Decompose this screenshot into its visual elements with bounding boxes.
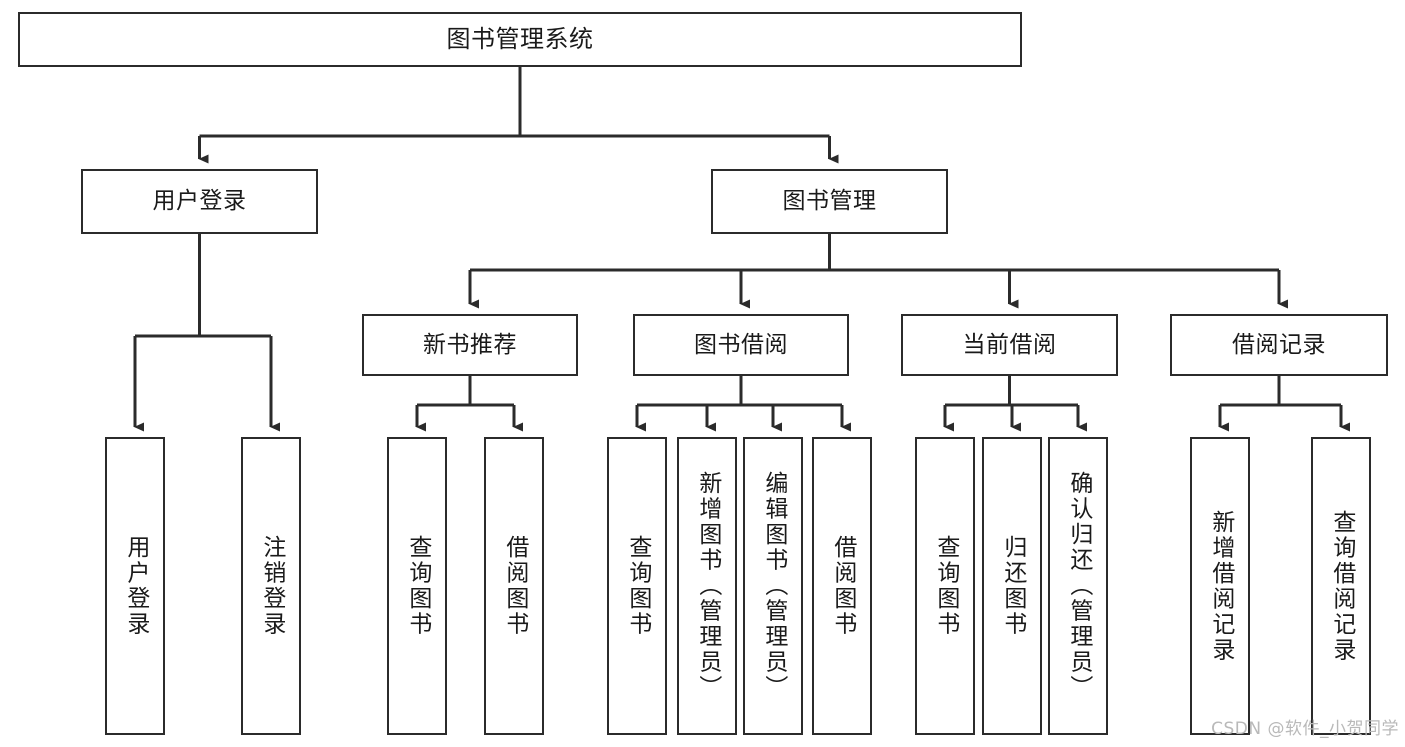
- node-label-leaf-query-book-2: 查询图书: [624, 535, 651, 637]
- node-label-leaf-confirm-return: 确认归还（管理员）: [1065, 471, 1092, 701]
- node-book-manage[interactable]: 图书管理: [711, 169, 948, 234]
- node-root[interactable]: 图书管理系统: [18, 12, 1022, 67]
- node-label-leaf-borrow-book-1: 借阅图书: [501, 535, 528, 637]
- node-label-leaf-return-book: 归还图书: [999, 535, 1026, 637]
- watermark-label: CSDN @软件_小贺同学: [1211, 719, 1399, 739]
- node-label-leaf-edit-book: 编辑图书（管理员）: [760, 471, 787, 701]
- node-label-leaf-query-record: 查询借阅记录: [1328, 509, 1355, 663]
- node-label-current-borrow: 当前借阅: [962, 331, 1057, 358]
- node-label-leaf-query-book-1: 查询图书: [404, 535, 431, 637]
- node-new-book-recommend[interactable]: 新书推荐: [362, 314, 578, 376]
- node-leaf-query-book-2[interactable]: 查询图书: [607, 437, 667, 735]
- node-label-new-book-recommend: 新书推荐: [423, 331, 517, 358]
- node-leaf-query-book-1[interactable]: 查询图书: [387, 437, 447, 735]
- node-leaf-borrow-book-2[interactable]: 借阅图书: [812, 437, 872, 735]
- node-label-leaf-user-logout: 注销登录: [258, 535, 285, 637]
- node-label-leaf-borrow-book-2: 借阅图书: [829, 535, 856, 637]
- node-label-leaf-add-book: 新增图书（管理员）: [694, 471, 721, 701]
- node-leaf-user-logout[interactable]: 注销登录: [241, 437, 301, 735]
- node-borrow-record[interactable]: 借阅记录: [1170, 314, 1388, 376]
- node-label-leaf-user-login: 用户登录: [122, 535, 149, 637]
- node-label-book-manage: 图书管理: [782, 188, 877, 215]
- node-user-login[interactable]: 用户登录: [81, 169, 318, 234]
- node-book-borrow[interactable]: 图书借阅: [633, 314, 849, 376]
- node-label-user-login: 用户登录: [152, 188, 247, 215]
- node-leaf-query-record[interactable]: 查询借阅记录: [1311, 437, 1371, 735]
- node-leaf-return-book[interactable]: 归还图书: [982, 437, 1042, 735]
- node-label-borrow-record: 借阅记录: [1232, 331, 1326, 358]
- node-leaf-query-book-3[interactable]: 查询图书: [915, 437, 975, 735]
- node-label-leaf-query-book-3: 查询图书: [932, 535, 959, 637]
- node-label-leaf-add-record: 新增借阅记录: [1207, 509, 1234, 663]
- node-label-root: 图书管理系统: [446, 24, 594, 53]
- node-leaf-borrow-book-1[interactable]: 借阅图书: [484, 437, 544, 735]
- node-leaf-confirm-return[interactable]: 确认归还（管理员）: [1048, 437, 1108, 735]
- node-leaf-add-record[interactable]: 新增借阅记录: [1190, 437, 1250, 735]
- node-current-borrow[interactable]: 当前借阅: [901, 314, 1118, 376]
- node-leaf-add-book[interactable]: 新增图书（管理员）: [677, 437, 737, 735]
- node-label-book-borrow: 图书借阅: [694, 331, 788, 358]
- node-leaf-user-login[interactable]: 用户登录: [105, 437, 165, 735]
- node-leaf-edit-book[interactable]: 编辑图书（管理员）: [743, 437, 803, 735]
